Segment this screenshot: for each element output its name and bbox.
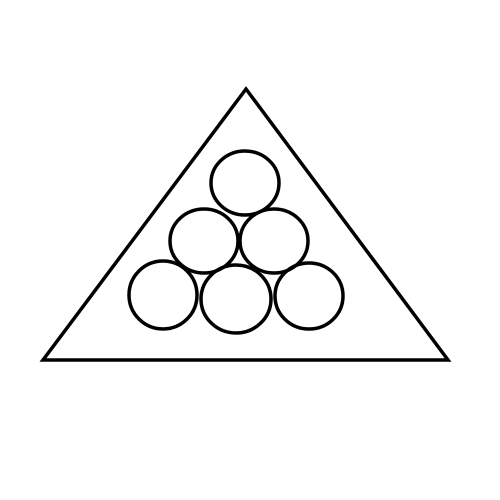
ball-row3-3: [273, 261, 345, 331]
ball-row1-1: [209, 149, 281, 217]
ball-row2-1: [168, 207, 240, 275]
rack-triangle: [39, 86, 452, 362]
ball-row3-1: [127, 259, 199, 331]
rack-triangle-group: [39, 86, 452, 362]
balls-group: [127, 149, 345, 335]
ball-row3-2: [199, 263, 273, 335]
ball-row2-2: [238, 207, 310, 275]
